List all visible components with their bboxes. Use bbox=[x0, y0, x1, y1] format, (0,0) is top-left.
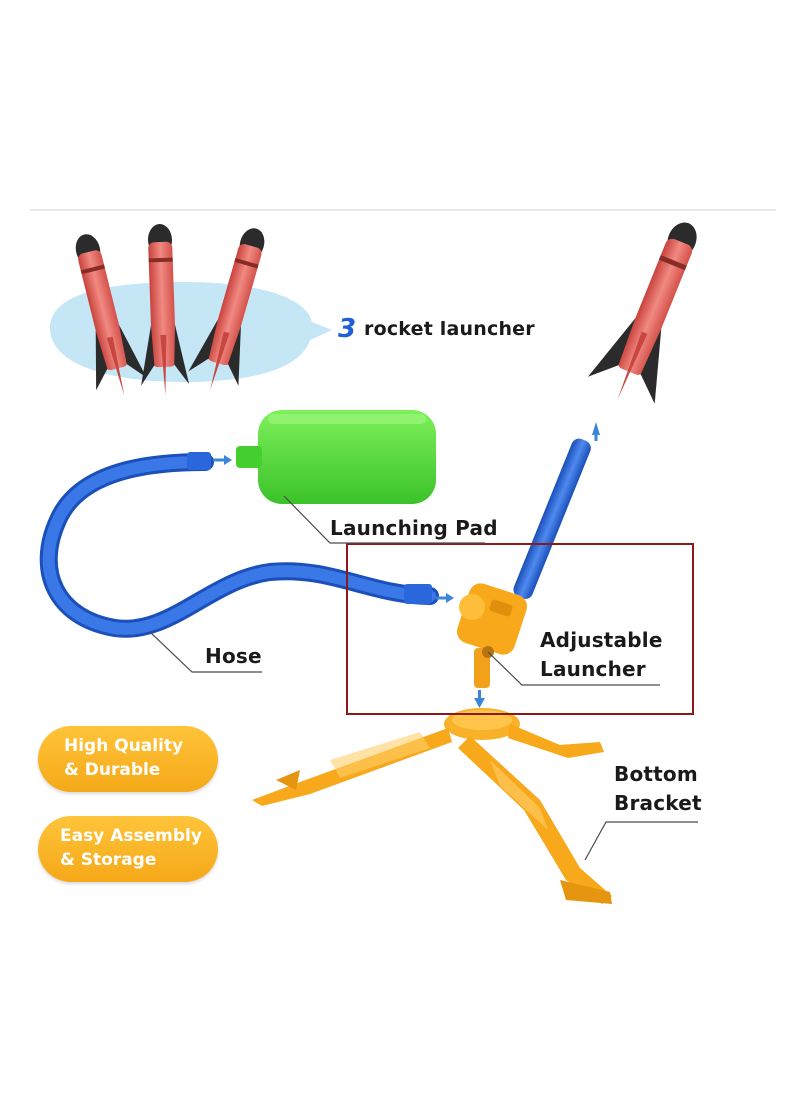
flying-rocket-illustration bbox=[587, 222, 697, 404]
rocket-count-label: 3 bbox=[338, 314, 357, 344]
quality-badge-line1: High Quality bbox=[64, 736, 184, 756]
bracket-label-line2: Bracket bbox=[614, 791, 702, 815]
adjustable-launcher-illustration bbox=[457, 583, 527, 688]
hose-arrow-icon bbox=[213, 455, 454, 603]
quality-badge: High Quality & Durable bbox=[38, 726, 218, 792]
rockets-label: rocket launcher bbox=[364, 318, 535, 340]
three-rockets-illustration bbox=[75, 224, 265, 396]
quality-badge-line2: & Durable bbox=[64, 760, 161, 780]
hose-leader bbox=[149, 631, 262, 673]
assembly-badge-line2: & Storage bbox=[60, 850, 157, 870]
bracket-leader bbox=[584, 821, 698, 861]
hose-illustration bbox=[39, 452, 439, 638]
launch-tube-illustration bbox=[513, 438, 591, 599]
launching-pad-illustration bbox=[236, 410, 436, 504]
launcher-label-line2: Launcher bbox=[540, 657, 646, 681]
launcher-label-line1: Adjustable bbox=[540, 628, 663, 652]
bracket-label-line1: Bottom bbox=[614, 762, 698, 786]
assembly-badge-line1: Easy Assembly bbox=[60, 826, 202, 846]
leader-lines bbox=[149, 495, 698, 861]
up-arrow-icon bbox=[592, 422, 600, 441]
launching-pad-label: Launching Pad bbox=[330, 516, 498, 540]
bottom-bracket-illustration bbox=[252, 708, 612, 904]
down-arrow-icon bbox=[474, 690, 485, 708]
assembly-badge: Easy Assembly & Storage bbox=[38, 816, 218, 882]
launcher-highlight-box bbox=[346, 543, 694, 715]
launcher-leader bbox=[487, 651, 660, 686]
launching-pad-leader bbox=[283, 495, 485, 544]
hose-label: Hose bbox=[205, 644, 262, 668]
